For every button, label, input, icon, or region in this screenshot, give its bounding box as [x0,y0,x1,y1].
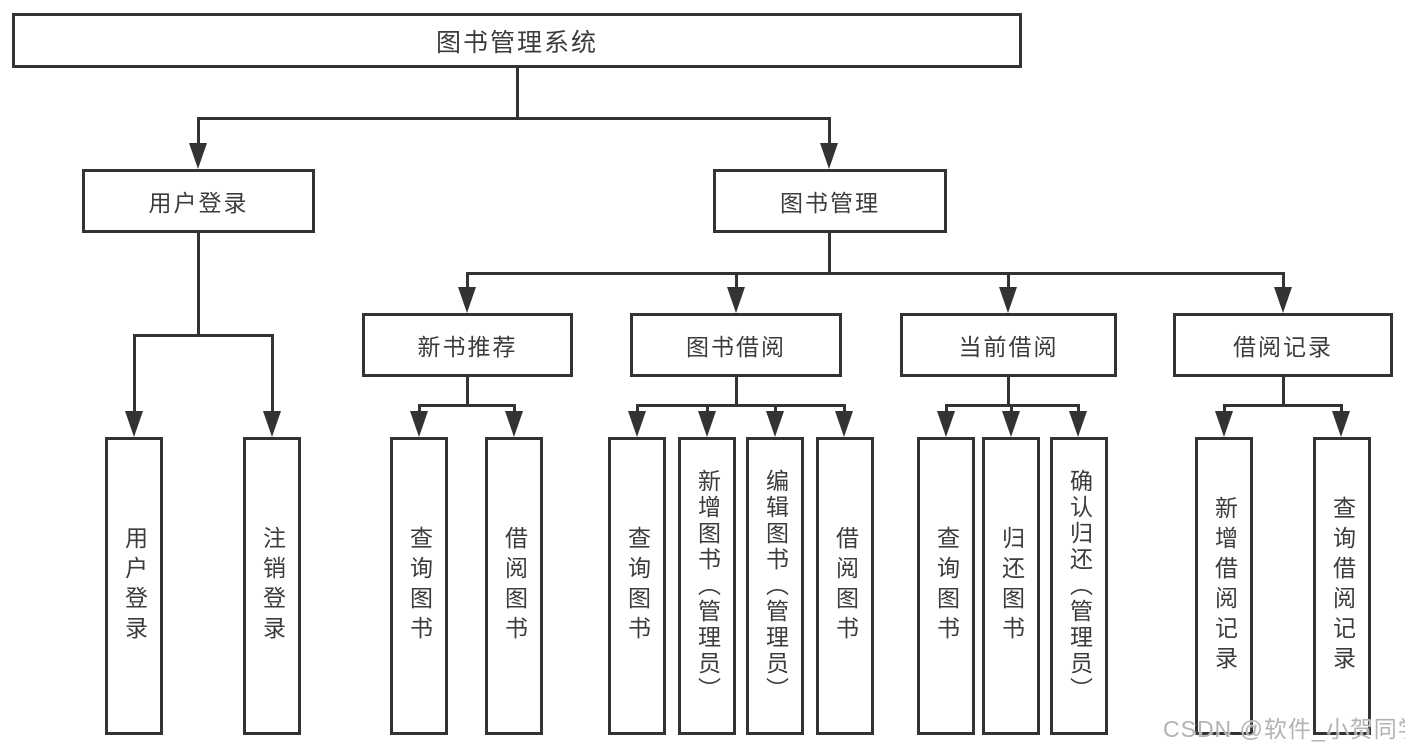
arrowhead-d1 [937,411,955,437]
arrowhead-e2 [1332,411,1350,437]
leaf-borrow-books: 借阅图书 [816,437,874,735]
connector-group-c-rail [636,404,846,407]
arrowhead-e1 [1215,411,1233,437]
leaf-query-books-borrow: 查询图书 [608,437,666,735]
arrowhead-d2 [1002,411,1020,437]
leaf-confirm-return-admin-label: 确认归还（管理员） [1066,469,1093,703]
connector-b1-drop [418,404,421,414]
connector-new-book-drop [466,272,469,290]
connector-user-login-drop [197,117,200,147]
connector-c1-drop [636,404,639,414]
connector-level3-rail [466,272,1284,275]
node-current-borrowing-label: 当前借阅 [958,334,1059,360]
leaf-query-borrow-record-label: 查询借阅记录 [1329,496,1356,676]
connector-d3-drop [1077,404,1080,414]
connector-user-login-rail [133,334,274,337]
connector-book-mgmt-drop [828,117,831,147]
leaf-add-books-admin-label: 新增图书（管理员） [694,469,721,703]
arrowhead-logout-leaf [263,411,281,437]
connector-user-login-stem [197,231,200,336]
connector-login-leaf-drop [133,334,136,414]
node-library-management-system-label: 图书管理系统 [435,28,598,57]
arrowhead-b2 [505,411,523,437]
connector-group-e-rail [1223,404,1343,407]
arrowhead-book-mgmt [820,143,838,169]
node-new-book-recommend-label: 新书推荐 [417,334,518,360]
arrowhead-current-borrow [999,287,1017,313]
node-new-book-recommend: 新书推荐 [362,313,573,377]
node-book-borrowing-label: 图书借阅 [686,334,786,360]
leaf-query-books-recommend: 查询图书 [390,437,448,735]
connector-current-borrow-drop [1007,272,1010,290]
connector-b2-drop [513,404,516,414]
node-user-login-label: 用户登录 [148,190,249,216]
connector-borrow-record-drop [1282,272,1285,290]
arrowhead-b1 [410,411,428,437]
connector-d2-drop [1010,404,1013,414]
connector-borrow-record-stem [1282,375,1285,407]
connector-e1-drop [1223,404,1226,414]
connector-current-borrow-stem [1007,375,1010,407]
leaf-logout-label: 注销登录 [259,526,286,646]
leaf-add-borrow-record: 新增借阅记录 [1195,437,1253,735]
arrowhead-book-borrow [727,287,745,313]
leaf-borrow-books-recommend: 借阅图书 [485,437,543,735]
leaf-query-books-current: 查询图书 [917,437,975,735]
node-borrowing-records: 借阅记录 [1173,313,1393,377]
leaf-borrow-books-label: 借阅图书 [832,526,859,646]
node-borrowing-records-label: 借阅记录 [1233,334,1333,360]
leaf-add-borrow-record-label: 新增借阅记录 [1211,496,1238,676]
leaf-return-books: 归还图书 [982,437,1040,735]
connector-c3-drop [774,404,777,414]
node-book-borrowing: 图书借阅 [630,313,842,377]
leaf-query-borrow-record: 查询借阅记录 [1313,437,1371,735]
leaf-edit-books-admin: 编辑图书（管理员） [746,437,804,735]
arrowhead-c3 [766,411,784,437]
node-library-management-system: 图书管理系统 [12,13,1022,68]
leaf-return-books-label: 归还图书 [998,526,1025,646]
arrowhead-user-login [189,143,207,169]
leaf-logout: 注销登录 [243,437,301,735]
arrowhead-new-book [458,287,476,313]
arrowhead-login-leaf [125,411,143,437]
connector-c2-drop [706,404,709,414]
leaf-add-books-admin: 新增图书（管理员） [678,437,736,735]
arrowhead-borrow-record [1274,287,1292,313]
connector-c4-drop [843,404,846,414]
leaf-query-books-borrow-label: 查询图书 [624,526,651,646]
arrowhead-d3 [1069,411,1087,437]
leaf-query-books-recommend-label: 查询图书 [406,526,433,646]
connector-book-borrow-drop [735,272,738,290]
arrowhead-c1 [628,411,646,437]
arrowhead-c4 [835,411,853,437]
leaf-user-login-label: 用户登录 [121,526,148,646]
leaf-user-login: 用户登录 [105,437,163,735]
node-book-management-label: 图书管理 [780,190,880,216]
connector-root-stem [516,66,519,119]
connector-book-mgmt-stem [828,231,831,275]
leaf-edit-books-admin-label: 编辑图书（管理员） [762,469,789,703]
csdn-watermark: CSDN @软件_小贺同学 [1163,716,1405,742]
connector-e2-drop [1340,404,1343,414]
leaf-query-books-current-label: 查询图书 [933,526,960,646]
node-book-management: 图书管理 [713,169,947,233]
leaf-confirm-return-admin: 确认归还（管理员） [1050,437,1108,735]
node-user-login: 用户登录 [82,169,315,233]
connector-book-borrow-stem [735,375,738,407]
connector-logout-leaf-drop [271,334,274,414]
node-current-borrowing: 当前借阅 [900,313,1117,377]
connector-d1-drop [945,404,948,414]
arrowhead-c2 [698,411,716,437]
connector-group-b-rail [418,404,516,407]
leaf-borrow-books-recommend-label: 借阅图书 [501,526,528,646]
connector-level2-rail [197,117,831,120]
connector-new-book-stem [466,375,469,407]
